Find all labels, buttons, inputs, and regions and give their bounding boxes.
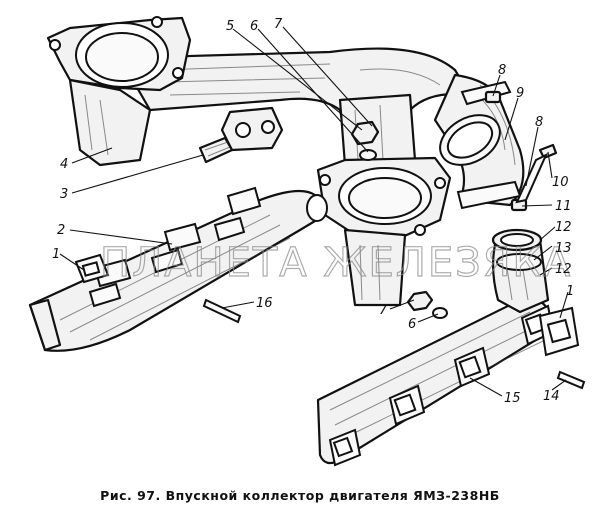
watermark-text: ПЛАНЕТА ЖЕЛЕЗЯКА [100,240,572,286]
callout-13: 13 [555,241,572,256]
callout-14: 14 [543,389,560,404]
callout-15: 15 [504,391,521,406]
middle-flange [316,156,452,307]
callout-7-top: 7 [274,17,283,32]
callout-3: 3 [60,187,68,202]
callout-10: 10 [552,175,569,190]
callout-12-top: 12 [555,220,572,235]
callout-9: 9 [516,86,524,101]
leader-lines [59,26,569,397]
left-manifold [28,186,328,352]
callout-8-lower: 8 [535,115,543,130]
callout-1-right: 1 [566,284,574,299]
callout-6-top: 6 [250,19,258,34]
callout-6-lower: 6 [408,317,416,332]
figure-caption: Рис. 97. Впускной коллектор двигателя ЯМ… [100,488,500,503]
right-manifold [316,228,580,467]
callout-4: 4 [60,157,68,172]
callout-2: 2 [57,223,65,238]
callout-8-top: 8 [498,63,506,78]
callout-16: 16 [256,296,273,311]
callout-12-lower: 12 [555,262,572,277]
callout-5: 5 [226,19,234,34]
fasteners [198,120,586,390]
callout-11: 11 [555,199,572,214]
callout-1-left: 1 [52,247,60,262]
callout-7-lower: 7 [379,303,388,318]
callout-numbers: 4 3 2 1 5 6 7 8 9 8 10 11 12 13 12 1 7 6… [52,17,574,406]
upper-intake-pipe [46,16,472,167]
